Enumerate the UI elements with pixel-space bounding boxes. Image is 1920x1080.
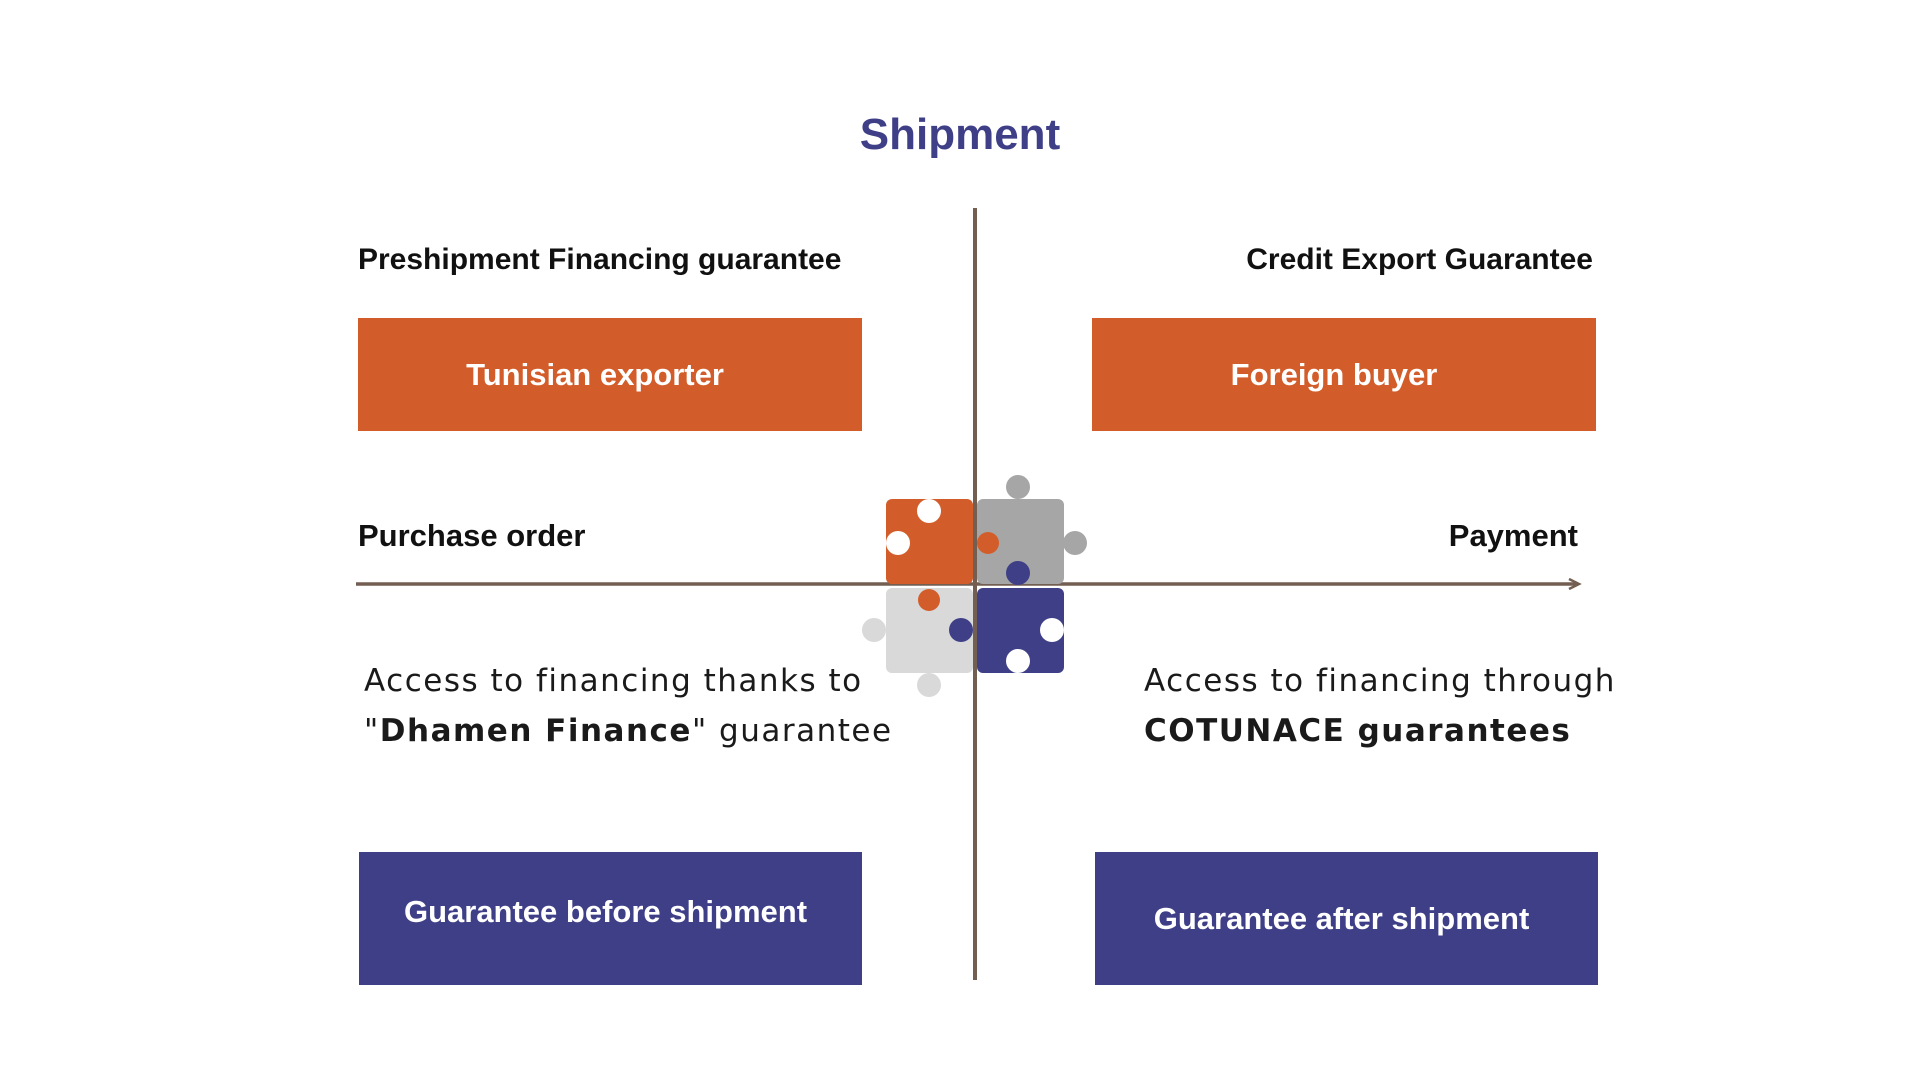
quote-close: " — [691, 713, 708, 749]
heading-preshipment: Preshipment Financing guarantee — [358, 243, 842, 276]
description-left-line2: "Dhamen Finance" guarantee — [364, 706, 893, 756]
label-purchase-order: Purchase order — [358, 518, 586, 553]
quote-open: " — [364, 713, 380, 749]
box-guarantee-after-shipment: Guarantee after shipment — [1095, 852, 1598, 985]
box-foreign-buyer-label: Foreign buyer — [1230, 356, 1438, 392]
puzzle-piece-light-gray — [862, 588, 973, 697]
description-left: Access to financing thanks to "Dhamen Fi… — [364, 656, 893, 756]
description-right-line1: Access to financing through — [1144, 663, 1616, 699]
box-tunisian-exporter: Tunisian exporter — [358, 318, 862, 431]
description-right: Access to financing through COTUNACE gua… — [1144, 656, 1616, 756]
puzzle-piece-navy — [977, 588, 1064, 673]
label-payment: Payment — [1448, 518, 1578, 553]
box-guarantee-before-shipment: Guarantee before shipment — [359, 852, 862, 985]
box-foreign-buyer: Foreign buyer — [1092, 318, 1596, 431]
diagram-title: Shipment — [859, 110, 1061, 159]
description-right-line2: COTUNACE guarantees — [1144, 706, 1616, 756]
cotunace-text: COTUNACE guarantees — [1144, 713, 1572, 749]
puzzle-piece-orange — [886, 499, 973, 584]
box-guarantee-before-label: Guarantee before shipment — [403, 893, 808, 929]
puzzle-piece-gray — [977, 475, 1087, 585]
description-left-line1: Access to financing thanks to — [364, 663, 863, 699]
dhamen-finance-text: Dhamen Finance — [379, 713, 692, 749]
heading-credit-export: Credit Export Guarantee — [1246, 243, 1593, 276]
box-tunisian-exporter-label: Tunisian exporter — [466, 356, 724, 392]
box-guarantee-after-label: Guarantee after shipment — [1153, 900, 1530, 936]
description-left-tail: guarantee — [707, 713, 893, 749]
puzzle-icon — [862, 475, 1087, 697]
